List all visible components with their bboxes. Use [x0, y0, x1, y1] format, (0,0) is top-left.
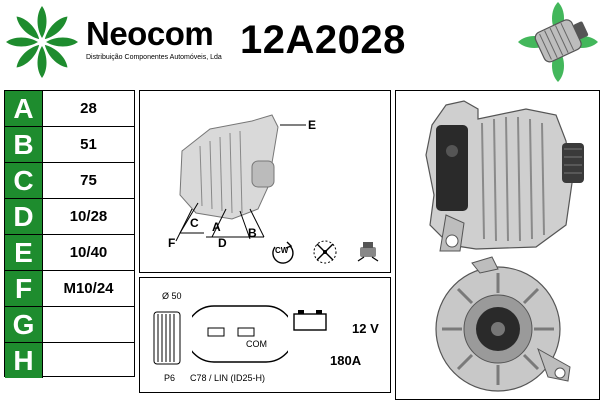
regulator-icon	[357, 242, 379, 262]
dim-label-e: E	[308, 118, 317, 132]
dim-label-a: A	[212, 220, 221, 234]
dimension-diagram: E C A B F D CW	[139, 90, 391, 273]
battery-icon	[293, 310, 327, 331]
spec-letter: D	[5, 199, 43, 234]
spec-value: 10/40	[69, 244, 108, 261]
dim-label-d: D	[218, 236, 227, 250]
alternator-front-photo-icon	[435, 256, 571, 392]
voltage: 12 V	[352, 321, 379, 336]
spec-value	[43, 343, 134, 378]
dim-label-b: B	[248, 226, 257, 240]
spec-letter: E	[5, 235, 43, 270]
pulley-icon	[153, 311, 181, 365]
plug-connector-icon	[192, 305, 288, 363]
spec-row-e: E 10/40	[5, 235, 134, 271]
spec-row-a: A 28	[5, 91, 134, 127]
plug-code: C78 / LIN (ID25-H)	[190, 373, 266, 383]
spec-value: 75	[80, 172, 97, 189]
spec-row-f: F M10/24	[5, 271, 134, 307]
pulley-type: P6	[164, 373, 176, 383]
brand-name: Neocom	[86, 15, 214, 52]
spec-letter: C	[5, 163, 43, 198]
spec-letter: F	[5, 271, 43, 306]
rotation-label: CW	[275, 246, 289, 255]
spec-letter: H	[5, 343, 43, 378]
spec-letter: A	[5, 91, 43, 126]
clockwise-rotation-icon	[272, 241, 294, 264]
alternator-thumbnail-icon	[518, 2, 598, 82]
spec-letter: G	[5, 307, 43, 342]
spec-value: 28	[80, 100, 97, 117]
spec-row-g: G	[5, 307, 134, 343]
alternator-side-photo-icon	[425, 100, 584, 252]
plug-pin-label: COM	[246, 339, 267, 349]
spec-row-c: C 75	[5, 163, 134, 199]
spec-letter: B	[5, 127, 43, 162]
pulley-diameter: Ø 50	[162, 291, 182, 301]
spec-row-d: D 10/28	[5, 199, 134, 235]
part-number: 12A2028	[240, 18, 406, 62]
spec-value: M10/24	[63, 280, 114, 297]
neocom-logo-icon	[6, 6, 78, 78]
spec-value: 51	[80, 136, 97, 153]
brand-subtitle: Distribuição Componentes Automóveis, Lda	[86, 54, 222, 61]
spec-row-b: B 51	[5, 127, 134, 163]
amperage: 180A	[330, 353, 362, 368]
spec-value: 10/28	[69, 208, 108, 225]
spec-value	[43, 307, 134, 342]
dim-label-f: F	[168, 236, 176, 250]
alternator-outline-icon	[175, 114, 306, 242]
spec-table: A 28 B 51 C 75 D 10/28 E 10/40 F M10/24 …	[4, 90, 135, 379]
fan-icon	[313, 240, 337, 264]
spec-row-h: H	[5, 343, 134, 379]
product-photos	[395, 90, 600, 400]
connector-info: Ø 50 P6 COM C78 / LIN (ID25-H) 12 V 180A	[139, 277, 391, 393]
dim-label-c: C	[190, 216, 199, 230]
